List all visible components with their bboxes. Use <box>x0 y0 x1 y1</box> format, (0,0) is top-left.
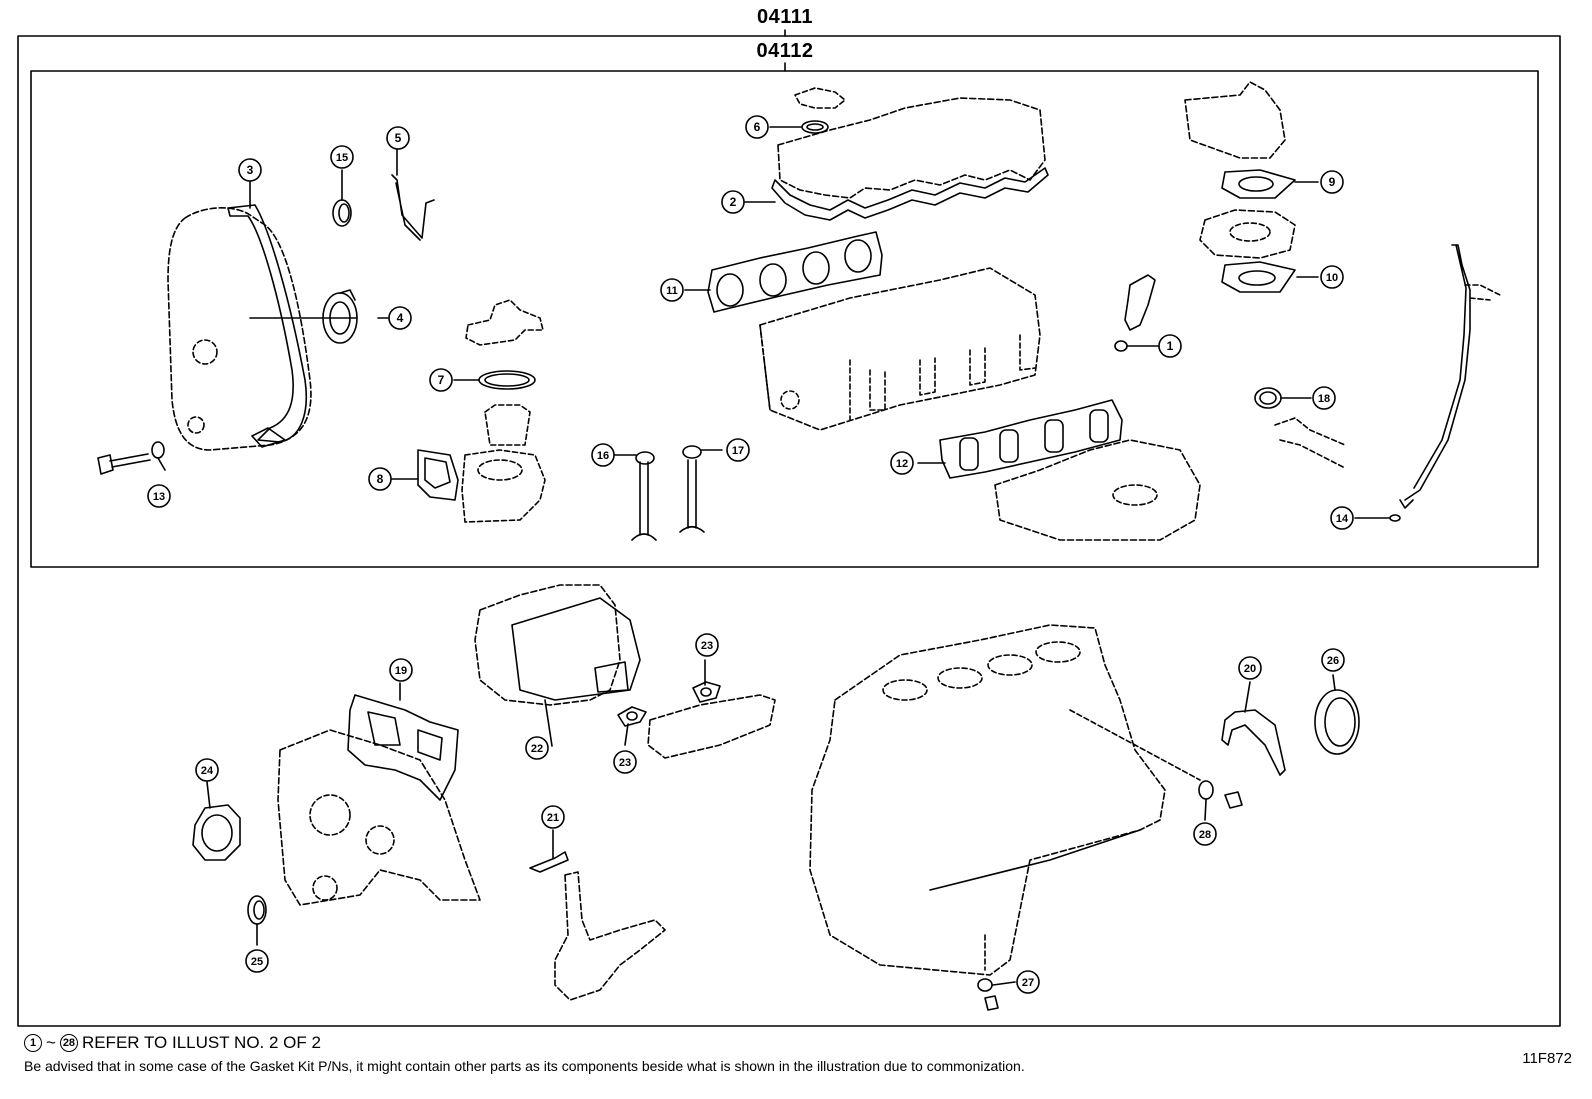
gasket-8 <box>417 449 459 501</box>
callout-27: 27 <box>1022 977 1034 989</box>
callout-6: 6 <box>754 120 761 134</box>
callout-7: 7 <box>438 373 445 387</box>
callout-13: 13 <box>153 491 165 503</box>
callout-26: 26 <box>1327 655 1339 667</box>
callout-28: 28 <box>1199 829 1211 841</box>
ref-text: REFER TO ILLUST NO. 2 OF 2 <box>81 1033 321 1052</box>
water-inlet <box>1184 81 1286 159</box>
oil-strainer <box>554 871 666 1001</box>
callout-24: 24 <box>201 765 214 777</box>
callout-10: 10 <box>1326 272 1338 284</box>
callout-3: 3 <box>247 163 254 177</box>
thermostat <box>484 404 531 446</box>
seal-28 <box>1198 780 1214 800</box>
rear-oil-seal <box>1314 689 1360 755</box>
nozzle-seat <box>1114 340 1128 352</box>
gasket-5 <box>391 174 435 241</box>
ref-tilde: ~ <box>46 1033 56 1052</box>
gasket-22 <box>511 597 641 701</box>
oil-seal-18 <box>1254 387 1282 409</box>
callout-markers <box>147 115 1354 994</box>
cylinder-head <box>759 267 1041 431</box>
callout-15: 15 <box>336 152 348 164</box>
callout-16: 16 <box>597 450 609 462</box>
valve-17 <box>679 459 705 533</box>
callout-12: 12 <box>896 458 908 470</box>
oil-cooler <box>647 694 776 759</box>
strainer-gasket-21 <box>529 851 569 873</box>
gasket-24 <box>192 804 241 861</box>
callout-25: 25 <box>251 956 263 968</box>
outer-kit-frame <box>17 35 1561 1027</box>
nozzle <box>1124 274 1156 331</box>
drain-plug-gasket <box>977 978 993 992</box>
ref-to-marker: 28 <box>59 1034 78 1052</box>
valve-16 <box>631 461 657 541</box>
water-pipe <box>1274 417 1346 469</box>
cylinder-head-cover <box>777 97 1046 199</box>
bolt <box>97 453 151 475</box>
callout-23-upper: 23 <box>701 640 713 652</box>
callout-8: 8 <box>377 472 384 486</box>
exhaust-manifold-gasket <box>939 399 1123 479</box>
callout-23-lower: 23 <box>619 757 631 769</box>
water-inlet-gasket-9 <box>1221 169 1296 199</box>
callout-22: 22 <box>531 743 543 755</box>
callout-21: 21 <box>547 812 559 824</box>
water-pump-housing <box>1199 209 1296 259</box>
gasket-23b <box>617 706 647 727</box>
crankcase-cover <box>474 584 621 706</box>
head-cover-gasket <box>771 167 1049 221</box>
ref-from-marker: 1 <box>24 1034 42 1052</box>
callout-11: 11 <box>666 285 678 297</box>
callout-4: 4 <box>397 311 404 325</box>
callout-14: 14 <box>1336 513 1349 525</box>
cylinder-block <box>809 624 1166 976</box>
callout-20: 20 <box>1244 663 1256 675</box>
illustration-code: 11F872 <box>1522 1050 1572 1067</box>
kit-number-04111: 04111 <box>757 6 813 28</box>
commonization-disclaimer: Be advised that in some case of the Gask… <box>24 1058 1025 1074</box>
exhaust-manifold <box>994 439 1201 541</box>
inner-kit-frame <box>30 70 1539 568</box>
oil-level-gauge-guide <box>1404 244 1471 501</box>
callout-9: 9 <box>1329 175 1336 189</box>
oil-filler-cap <box>794 87 846 109</box>
kit-number-04112: 04112 <box>756 40 814 62</box>
callout-17: 17 <box>732 445 744 457</box>
gasket-23a <box>692 681 721 703</box>
callout-5: 5 <box>395 131 402 145</box>
callout-2: 2 <box>730 195 737 209</box>
callout-19: 19 <box>395 665 407 677</box>
timing-cover-gasket <box>227 204 307 443</box>
gasket-19 <box>347 694 459 801</box>
callout-1: 1 <box>1167 339 1174 353</box>
intake-manifold-gasket <box>707 231 883 313</box>
oil-filler-gasket <box>801 120 829 134</box>
rear-seal-retainer-gasket <box>1221 709 1286 776</box>
water-outlet-housing <box>465 299 544 346</box>
timing-cover <box>167 207 312 451</box>
reference-note: 1 ~ 28 REFER TO ILLUST NO. 2 OF 2 <box>24 1033 321 1053</box>
water-gasket-10 <box>1221 261 1296 293</box>
timing-gear-case <box>277 729 481 906</box>
callout-18: 18 <box>1318 393 1330 405</box>
